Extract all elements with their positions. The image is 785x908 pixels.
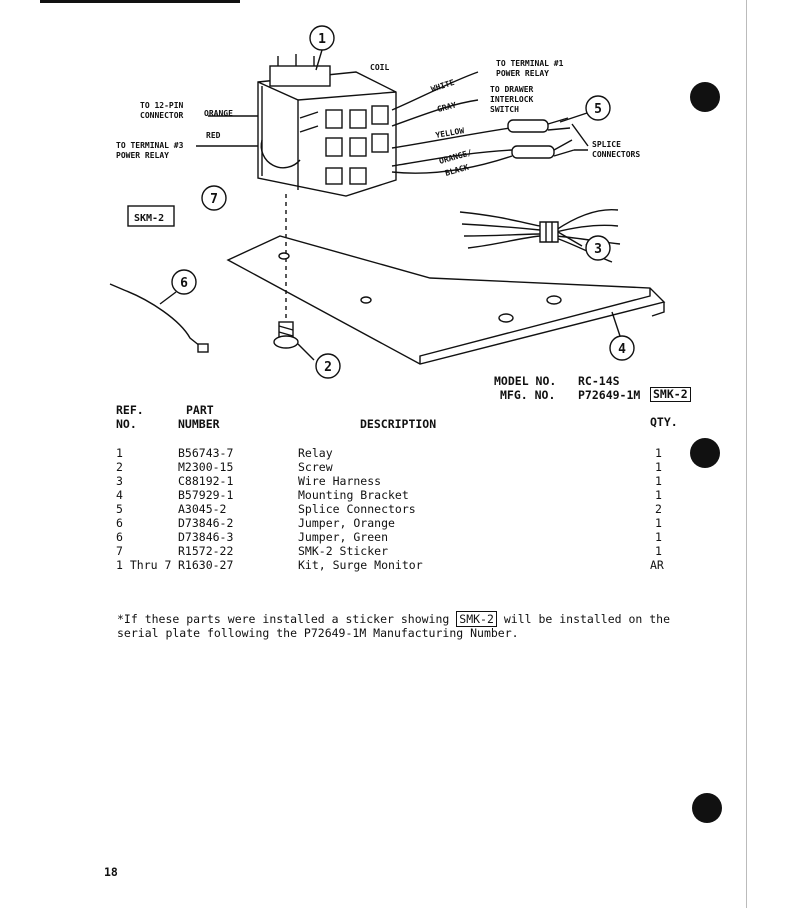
punch-hole	[692, 793, 722, 823]
label-white: WHITE	[430, 78, 456, 94]
punch-hole	[690, 438, 720, 468]
row-desc: Jumper, Green	[298, 530, 389, 544]
callout-4: 4	[618, 342, 626, 357]
label-to-12pin-2: CONNECTOR	[140, 111, 184, 120]
scan-mark-right-edge	[746, 0, 747, 908]
header-description: DESCRIPTION	[360, 417, 437, 431]
header-qty: QTY.	[650, 415, 678, 429]
label-to-drawer-3: SWITCH	[490, 105, 519, 114]
row-qty: 1	[655, 530, 662, 544]
header-part-1: PART	[186, 403, 214, 417]
callout-3: 3	[594, 242, 602, 257]
row-qty: 1	[655, 544, 662, 558]
header-ref-1: REF.	[116, 403, 144, 417]
label-orange: ORANGE	[204, 109, 233, 118]
label-to-terminal1-2: POWER RELAY	[496, 69, 549, 78]
row-qty: 1	[655, 474, 662, 488]
row-part: D73846-2	[178, 516, 234, 530]
model-no-value: RC-14S	[578, 374, 620, 388]
label-orange-black-1: ORANGE/	[438, 148, 473, 166]
row-ref: 3	[116, 474, 123, 488]
callout-6: 6	[180, 276, 188, 291]
row-desc: SMK-2 Sticker	[298, 544, 389, 558]
row-qty: 1	[655, 446, 662, 460]
row-ref: 1	[116, 446, 123, 460]
row-desc: Kit, Surge Monitor	[298, 558, 423, 572]
row-qty: 1	[655, 516, 662, 530]
row-part: M2300-15	[178, 460, 234, 474]
label-to-terminal3-2: POWER RELAY	[116, 151, 169, 160]
row-desc: Relay	[298, 446, 333, 460]
label-to-drawer-2: INTERLOCK	[490, 95, 534, 104]
wire-harness-drawing	[459, 208, 621, 263]
row-part: R1572-22	[178, 544, 234, 558]
model-no-label: MODEL NO.	[494, 374, 557, 388]
row-part: A3045-2	[178, 502, 227, 516]
row-ref: 4	[116, 488, 123, 502]
row-desc: Wire Harness	[298, 474, 382, 488]
row-part: B56743-7	[178, 446, 234, 460]
callout-7: 7	[210, 192, 218, 207]
splice-connectors-drawing	[507, 117, 589, 159]
footnote-text-pre: *If these parts were installed a sticker…	[117, 612, 450, 626]
header-part-2: NUMBER	[178, 417, 220, 431]
label-splice-1: SPLICE	[592, 140, 621, 149]
screw-drawing	[273, 321, 315, 361]
mounting-bracket-drawing	[226, 235, 666, 365]
page-number: 18	[104, 865, 118, 879]
row-ref: 6	[116, 530, 123, 544]
row-qty: 2	[655, 502, 662, 516]
label-orange-black-2: BLACK	[444, 163, 470, 178]
relay-wires	[196, 71, 513, 174]
callout-5: 5	[594, 102, 602, 117]
row-desc: Splice Connectors	[298, 502, 416, 516]
mfg-no-value: P72649-1M	[578, 388, 641, 402]
punch-hole	[690, 82, 720, 112]
label-to-terminal1-1: TO TERMINAL #1	[496, 59, 564, 68]
row-part: C88192-1	[178, 474, 234, 488]
row-ref: 6	[116, 516, 123, 530]
row-ref: 2	[116, 460, 123, 474]
footnote: *If these parts were installed a sticker…	[117, 611, 717, 640]
label-to-drawer-1: TO DRAWER	[490, 85, 534, 94]
row-ref: 7	[116, 544, 123, 558]
header-ref-2: NO.	[116, 417, 137, 431]
label-red: RED	[206, 131, 221, 140]
scan-mark-top	[40, 0, 240, 3]
callout-circles	[171, 25, 635, 379]
row-ref: 1 Thru 7	[116, 558, 172, 572]
row-qty: 1	[655, 488, 662, 502]
label-to-terminal3-1: TO TERMINAL #3	[116, 141, 184, 150]
mfg-badge: SMK-2	[650, 387, 691, 402]
skm-box-label: SKM-2	[134, 213, 164, 224]
footnote-text-post: will be installed on the serial plate fo…	[117, 612, 671, 640]
row-desc: Screw	[298, 460, 333, 474]
row-desc: Jumper, Orange	[298, 516, 395, 530]
row-part: R1630-27	[178, 558, 234, 572]
jumper-wire-drawing	[109, 283, 209, 353]
label-coil: COIL	[370, 63, 389, 72]
callout-1: 1	[318, 32, 326, 47]
mfg-no-label: MFG. NO.	[500, 388, 556, 402]
row-part: B57929-1	[178, 488, 234, 502]
label-gray: GRAY	[436, 101, 457, 114]
callout-2: 2	[324, 360, 332, 375]
label-splice-2: CONNECTORS	[592, 150, 640, 159]
row-part: D73846-3	[178, 530, 234, 544]
row-desc: Mounting Bracket	[298, 488, 409, 502]
row-qty: 1	[655, 460, 662, 474]
label-to-12pin-1: TO 12-PIN	[140, 101, 184, 110]
footnote-badge: SMK-2	[456, 611, 497, 627]
row-ref: 5	[116, 502, 123, 516]
row-qty: AR	[650, 558, 664, 572]
relay-drawing	[257, 54, 397, 197]
